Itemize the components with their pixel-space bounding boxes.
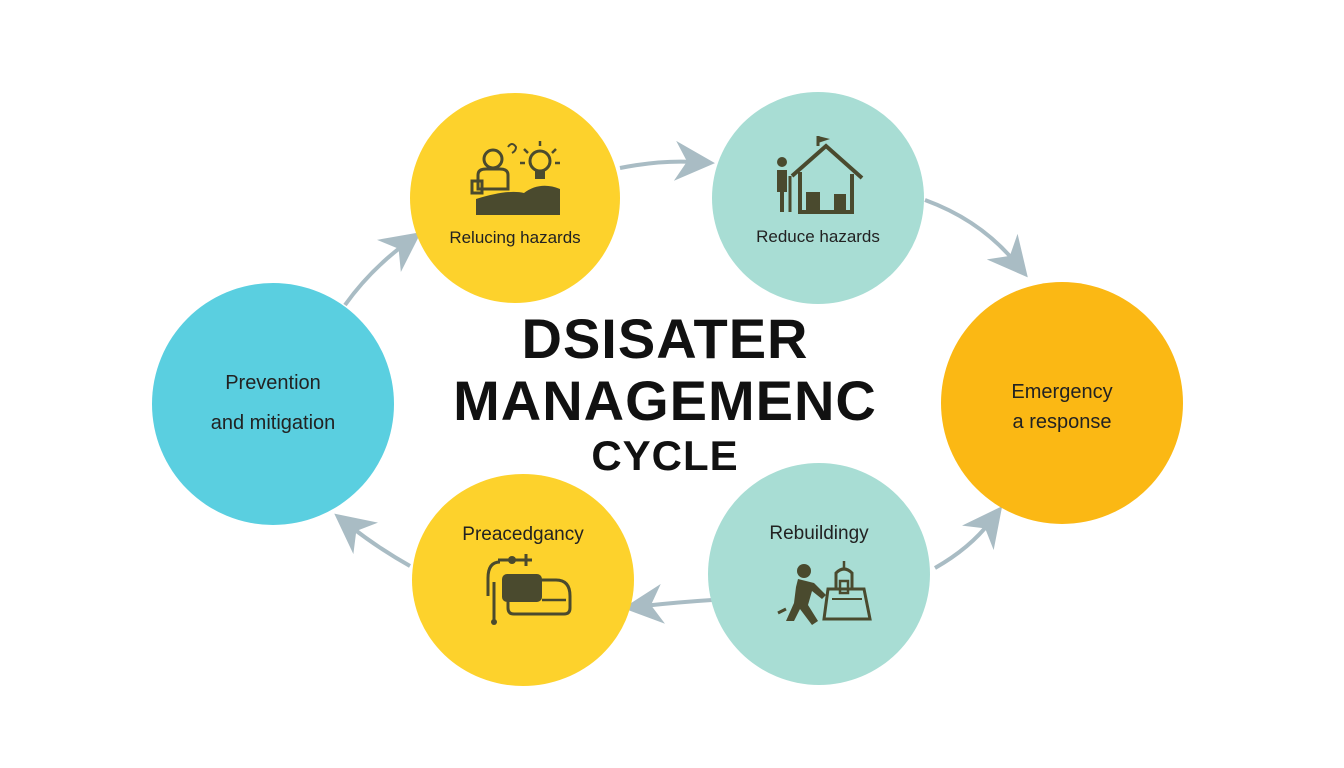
title-line-3: CYCLE [591, 432, 739, 479]
node-emergency-response: Emergency a response [941, 282, 1183, 524]
arrow-top [619, 140, 715, 181]
node-rebuilding: Rebuildingy [708, 463, 930, 685]
arrow-top-right [924, 198, 1028, 278]
node-label-preparedness: Preacedgancy [462, 524, 584, 545]
rebuilding-worker-icon [774, 555, 878, 632]
equipment-icon [486, 552, 576, 631]
node-preparedness: Preacedgancy [412, 474, 634, 686]
node-label-reduce-hazards: Reduce hazards [756, 227, 880, 246]
arrow-bottom [623, 583, 713, 624]
node-prevention-mitigation: Prevention and mitigation [152, 283, 394, 525]
node-label-response: a response [1012, 411, 1112, 433]
node-label-mitigation: and mitigation [210, 412, 336, 434]
person-idea-icon [468, 137, 564, 222]
node-label-emergency: Emergency [1011, 381, 1113, 403]
diagram-title: DSISATER MANAGEMENC CYCLE [400, 308, 930, 480]
title-line-2: MANAGEMENC [453, 369, 877, 432]
title-line-1: DSISATER [521, 307, 809, 370]
node-reduce-hazards: Reduce hazards [712, 92, 924, 304]
node-label-reducing-hazards: Relucing hazards [449, 228, 581, 247]
arrow-top-left [343, 232, 422, 307]
node-label-rebuilding: Rebuildingy [769, 523, 869, 544]
house-icon [772, 136, 868, 221]
node-label-prevention: Prevention [225, 372, 321, 394]
arrow-bottom-left [334, 513, 411, 568]
arrow-bottom-right [934, 506, 1003, 570]
node-reducing-hazards: Relucing hazards [410, 93, 620, 303]
